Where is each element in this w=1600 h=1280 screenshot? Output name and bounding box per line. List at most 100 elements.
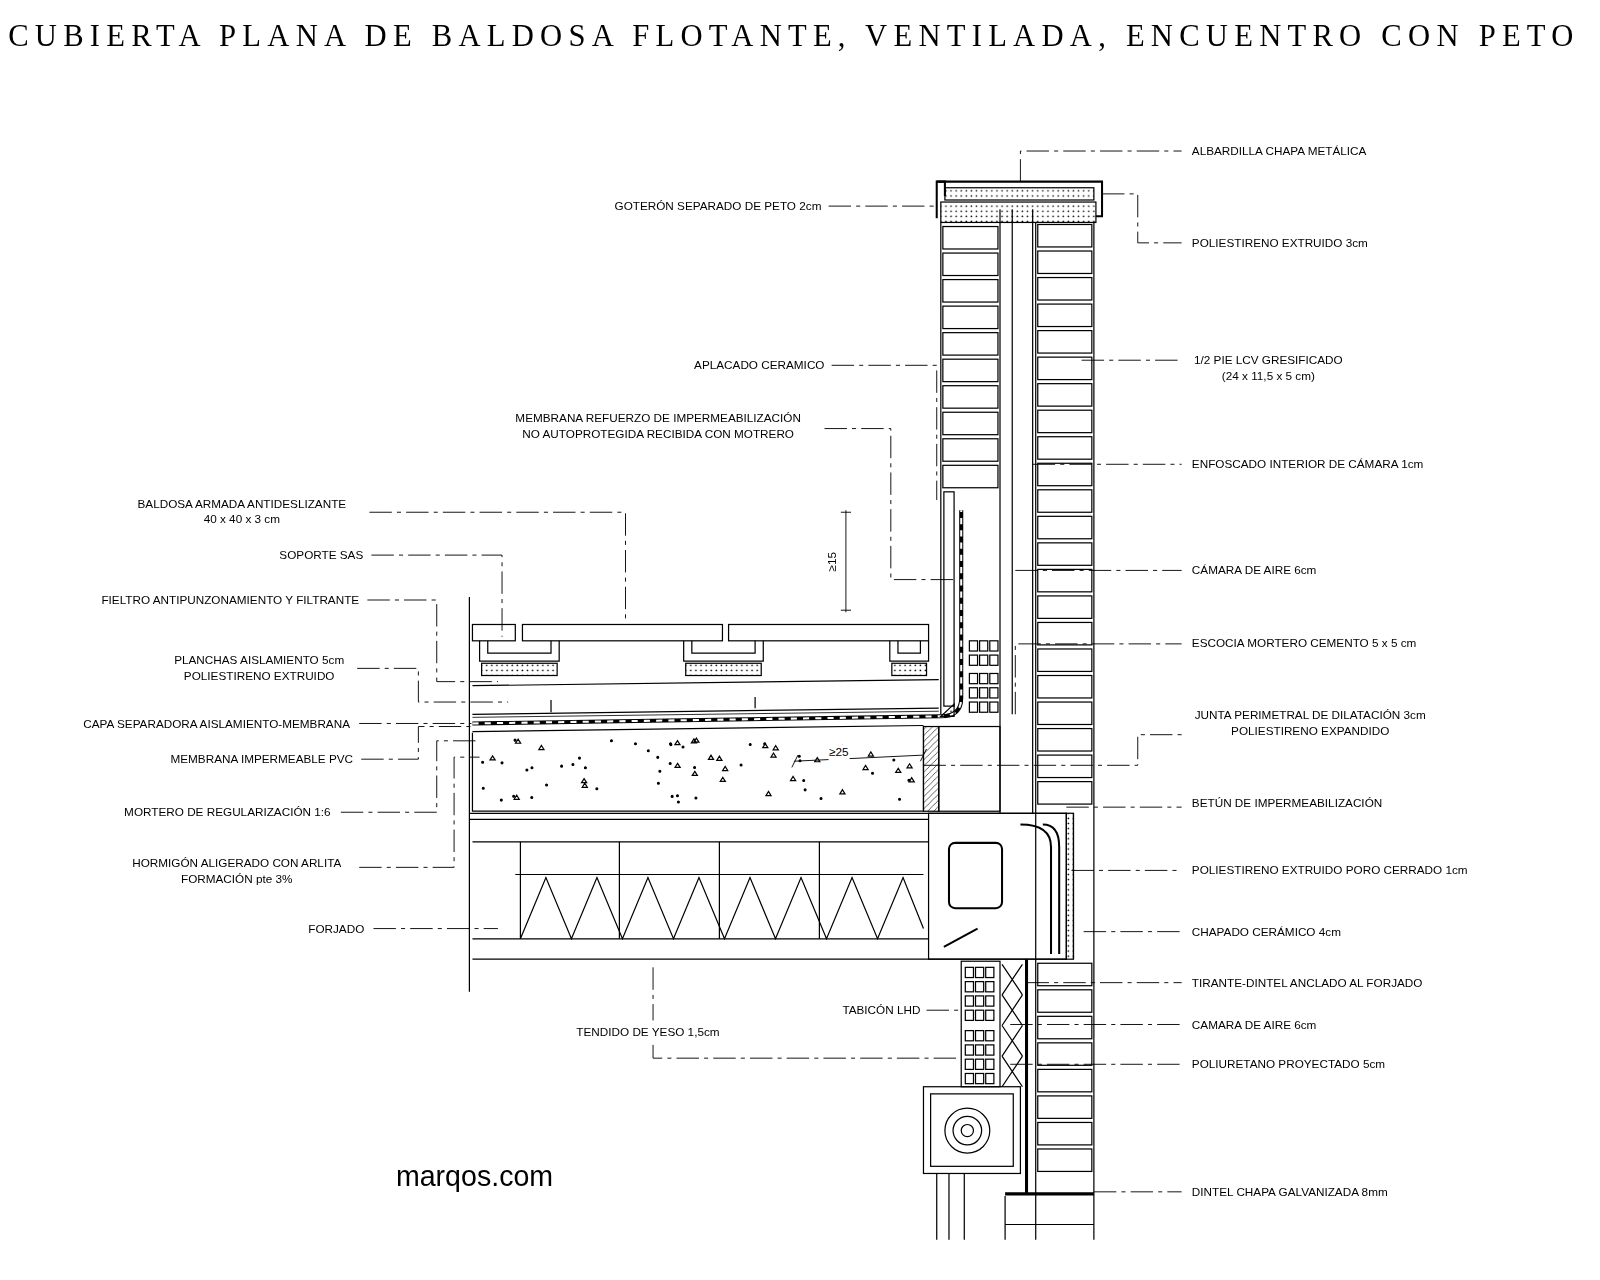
polyurethane: [1002, 964, 1022, 1086]
callout-label: MORTERO DE REGULARIZACIÓN 1:6: [124, 805, 330, 820]
brick-cell: [965, 1031, 973, 1041]
aggregate: [692, 771, 697, 775]
aggregate: [516, 739, 521, 743]
aggregate: [773, 746, 778, 750]
aggregate: [514, 795, 519, 799]
callout-label: BETÚN DE IMPERMEABILIZACIÓN: [1192, 795, 1382, 810]
callout-label: ESCOCIA MORTERO CEMENTO 5 x 5 cm: [1192, 635, 1417, 650]
tile: [522, 624, 722, 640]
aggregate: [677, 795, 679, 797]
chamber-line: [999, 209, 1000, 813]
callout-label: CHAPADO CERÁMICO 4cm: [1192, 924, 1341, 939]
callout-label: MEMBRANA IMPERMEABLE PVC: [170, 752, 353, 767]
brick-cell: [980, 673, 988, 683]
aggregate: [717, 756, 722, 760]
callout-label: CÁMARA DE AIRE 6cm: [1192, 563, 1317, 578]
mortar-line: [472, 726, 923, 732]
insulation-cross: [1002, 1056, 1022, 1087]
brick: [1038, 463, 1092, 485]
aggregate: [682, 746, 684, 748]
brick-cell: [990, 673, 998, 683]
brick-cell: [986, 1073, 994, 1083]
aggregate: [749, 743, 751, 745]
dimension-line: [841, 510, 851, 612]
brick: [1038, 569, 1092, 591]
brick: [1038, 1043, 1092, 1065]
callout-label: TIRANTE-DINTEL ANCLADO AL FORJADO: [1192, 975, 1423, 990]
brick: [1038, 304, 1092, 326]
brick-cell: [986, 996, 994, 1006]
brick: [1038, 596, 1092, 618]
aggregate: [482, 787, 484, 789]
aggregate: [803, 780, 805, 782]
outer-leaf-edge: [1093, 222, 1094, 1239]
aggregate: [659, 770, 661, 772]
aggregate: [647, 750, 649, 752]
brick: [943, 465, 998, 487]
callout-label: GOTERÓN SEPARADO DE PETO 2cm: [615, 198, 822, 213]
brick: [1038, 516, 1092, 538]
leader-lines: [341, 151, 1182, 1192]
wall-base: [939, 727, 1000, 812]
aggregate: [723, 767, 728, 771]
brick: [1038, 410, 1092, 432]
drip: [937, 182, 945, 196]
pedestal-base: [482, 663, 558, 675]
aggregate: [771, 753, 776, 757]
brick: [943, 227, 998, 249]
brick: [1038, 1122, 1092, 1144]
brick-cell: [976, 1045, 984, 1055]
tile: [472, 624, 515, 640]
break-line: [469, 597, 470, 992]
callout-label: DINTEL CHAPA GALVANIZADA 8mm: [1192, 1184, 1388, 1199]
insulation-cross: [1002, 995, 1022, 1026]
aggregate: [482, 761, 484, 763]
aggregate: [893, 759, 895, 761]
brick: [943, 359, 998, 381]
callout-label: CAPA SEPARADORA AISLAMIENTO-MEMBRANA: [83, 716, 350, 731]
brick-cell: [986, 982, 994, 992]
brick: [1038, 782, 1092, 804]
callout-label: CAMARA DE AIRE 6cm: [1192, 1017, 1317, 1032]
pvc-membrane-pattern: [472, 510, 961, 723]
brick: [943, 253, 998, 275]
brick-cell: [969, 673, 977, 683]
brick: [1038, 384, 1092, 406]
aggregate: [539, 745, 544, 749]
brick-cell: [986, 1031, 994, 1041]
aggregate: [546, 784, 548, 786]
shutter-box-inner: [931, 1094, 1014, 1166]
brick-cell: [990, 655, 998, 665]
brick-cell: [965, 1059, 973, 1069]
aggregate: [561, 765, 563, 767]
xps-band: [945, 188, 1094, 200]
pedestal: [890, 641, 929, 661]
pvc-membrane: [472, 510, 961, 723]
brick: [1038, 1069, 1092, 1091]
render-line: [1032, 209, 1033, 813]
brick: [1038, 729, 1092, 751]
brick-cell: [986, 967, 994, 977]
brick-cell: [969, 655, 977, 665]
mortar-bed: [941, 202, 1096, 222]
aggregate: [531, 797, 533, 799]
aggregate: [691, 739, 696, 743]
aggregate: [657, 756, 659, 758]
insulation-bottom: [472, 708, 938, 714]
brick: [1038, 490, 1092, 512]
aggregate: [766, 791, 771, 795]
brick-cell: [986, 1010, 994, 1020]
rebar: [1020, 824, 1059, 954]
callout-label: TENDIDO DE YESO 1,5cm: [576, 1024, 719, 1039]
brick-cell: [965, 982, 973, 992]
brick: [1038, 1149, 1092, 1171]
brick: [1038, 702, 1092, 724]
aggregate: [611, 740, 613, 742]
slab-top: [469, 819, 928, 820]
lintel-plate: [1005, 1192, 1094, 1195]
aggregate: [513, 795, 515, 797]
callout-label: ≥25: [829, 744, 848, 759]
aggregate: [708, 755, 713, 759]
shutter-box: [923, 1087, 1020, 1174]
